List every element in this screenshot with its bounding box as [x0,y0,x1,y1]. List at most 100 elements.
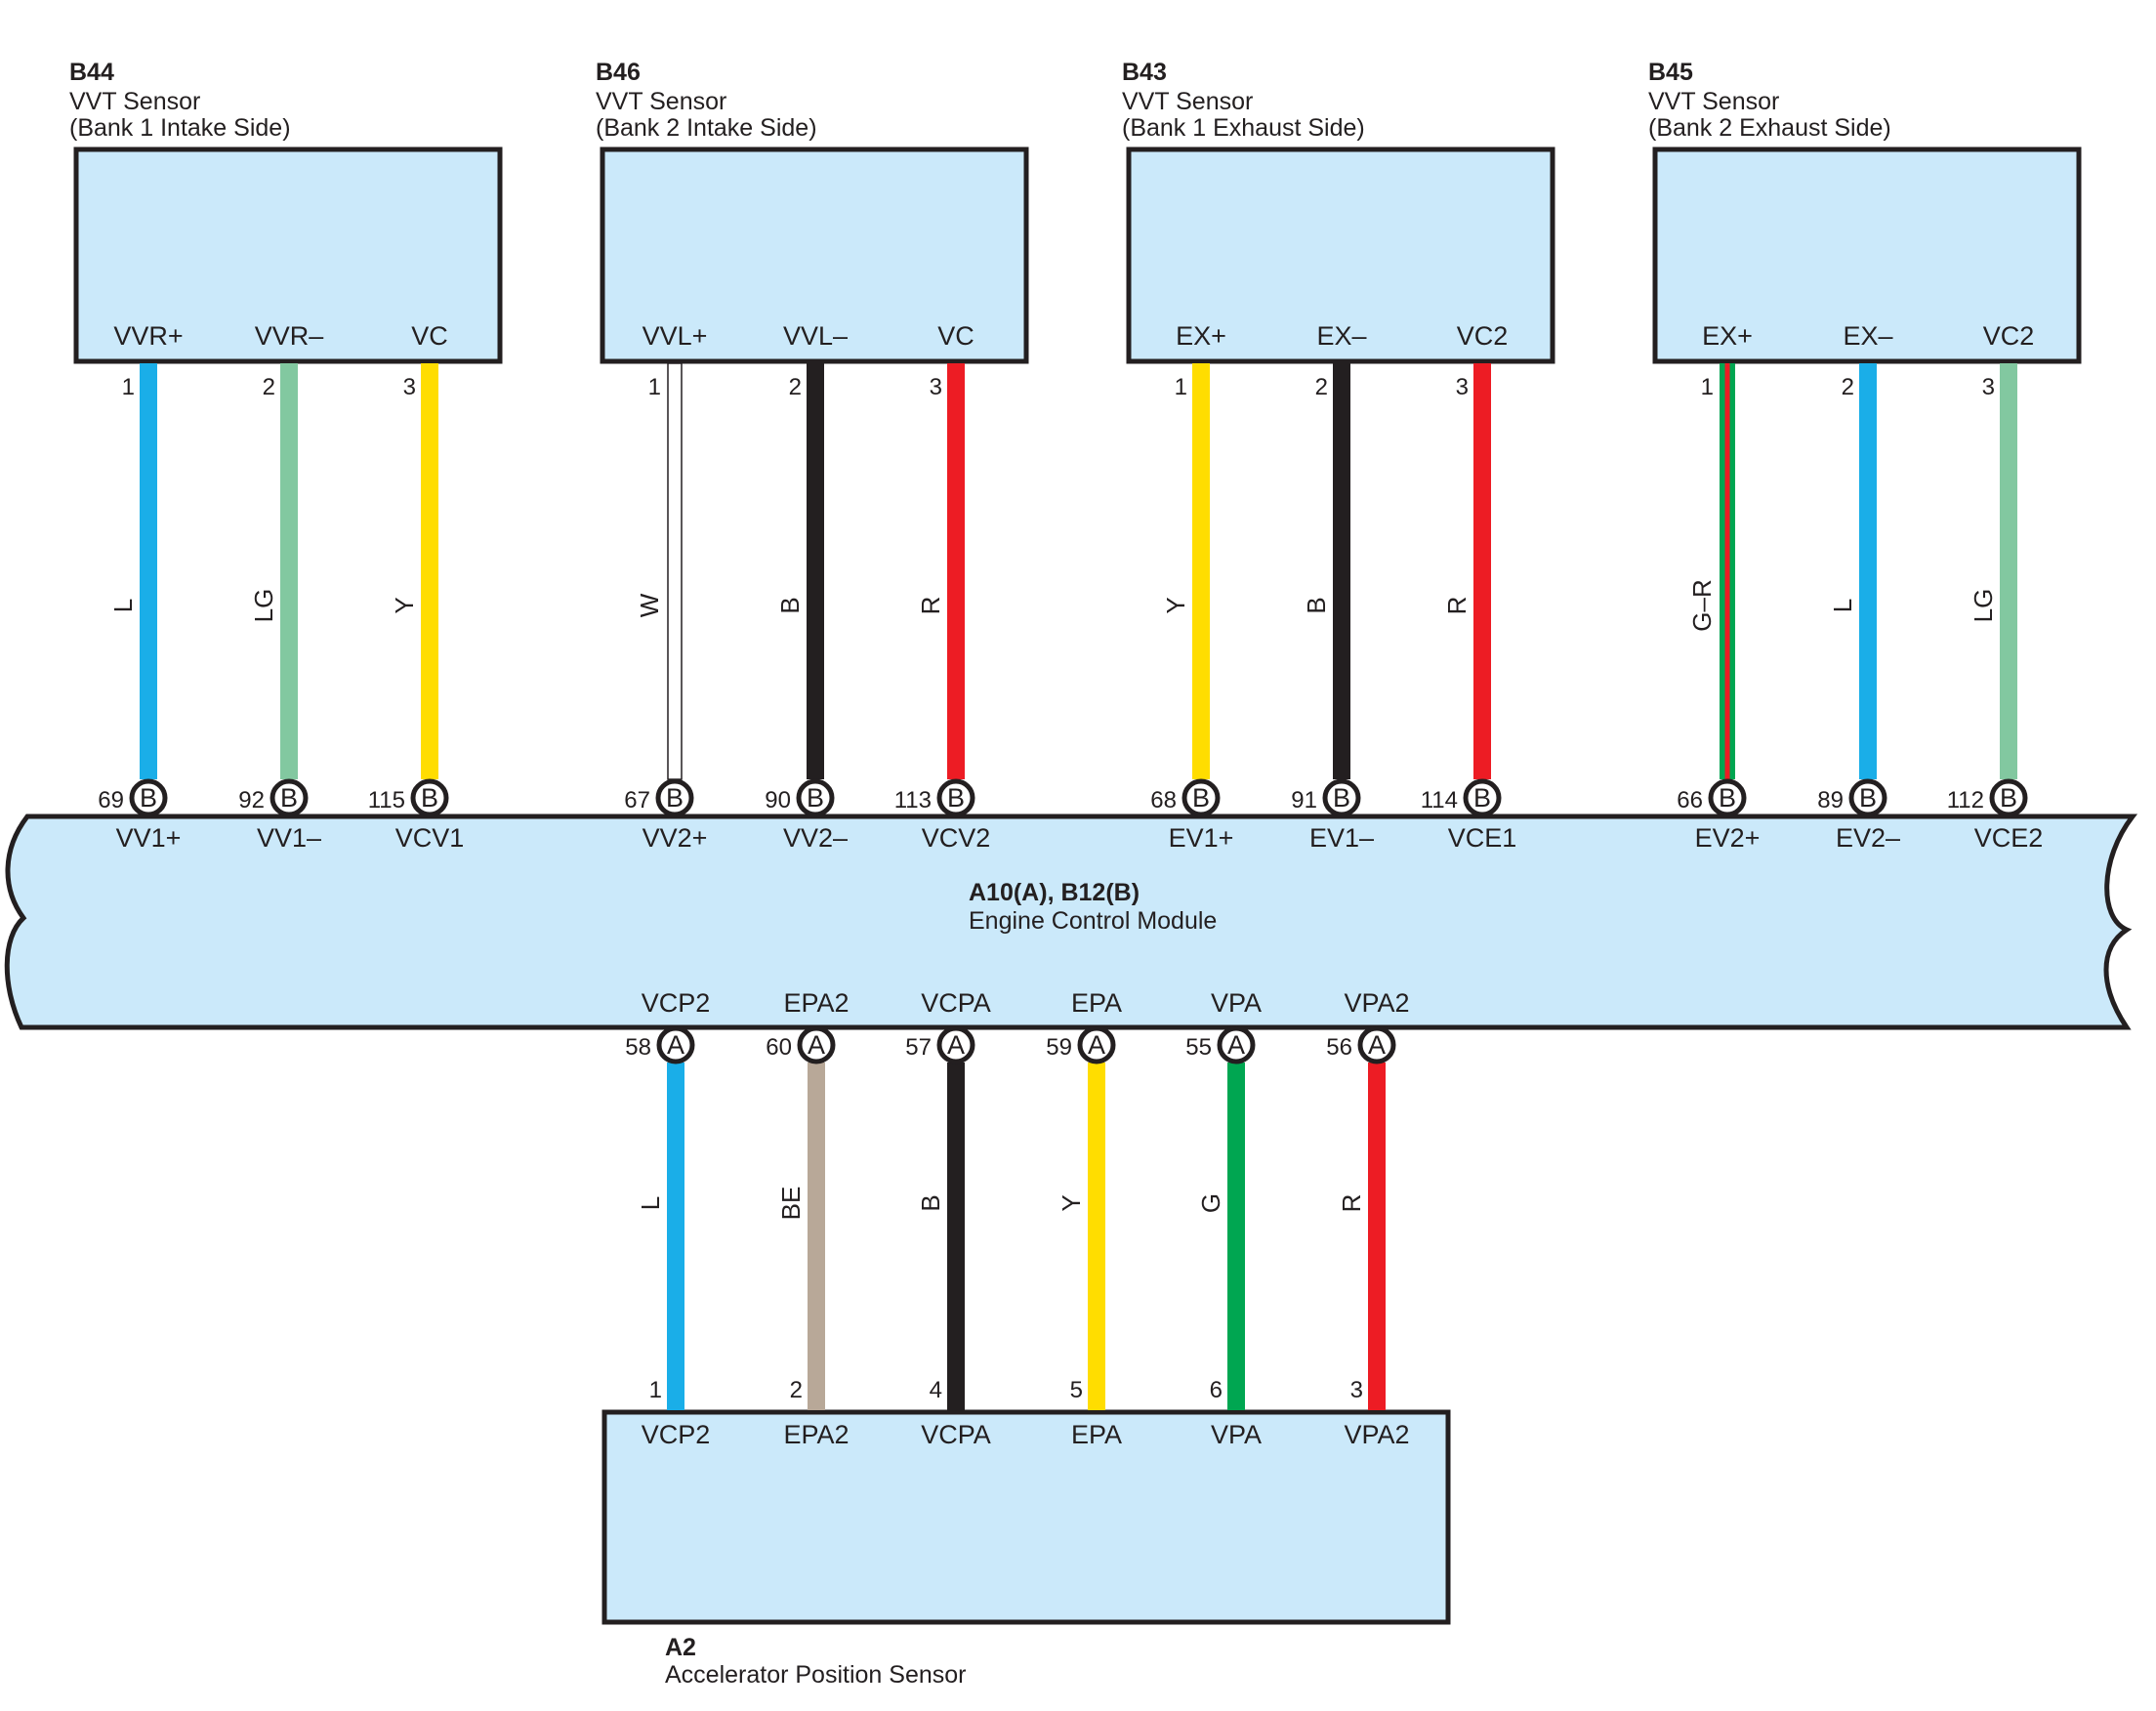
ecm-connector-terminal-ring [1848,778,1887,817]
ecm-terminal-label: VPA2 [1344,988,1409,1018]
ecm-connector-terminal-ring [796,778,835,817]
sensor-pin-number: 2 [263,374,275,400]
sensor-pin-number: 3 [1982,374,1995,400]
sensor-terminal-label: VVR+ [113,321,183,351]
sensor-box-b45 [1652,146,2082,364]
wire-b45-2 [1859,363,1877,779]
ecm-terminal-label: EV2– [1836,823,1900,853]
wire-color-code: W [635,593,664,617]
wire-a2-6 [1227,1063,1245,1410]
wire-b43-3 [1473,363,1491,779]
ecm-terminal-label: EV2+ [1695,823,1761,853]
ecm-connector-terminal-letter: B [421,783,438,813]
ecm-connector-terminal: B [270,778,309,817]
sensor-box-b44 [73,146,503,364]
ecm-connector-terminal-ring [797,1025,836,1064]
ecm-terminal-label: EV1+ [1169,823,1234,853]
accel-pin-number: 5 [1070,1377,1083,1403]
wire-b46-1 [667,362,683,780]
wire-color-code: R [1337,1194,1366,1213]
ecm-box [4,814,2138,1030]
ecm-terminal-label: VCE2 [1974,823,2044,853]
sensor-pin-number: 3 [1456,374,1469,400]
ecm-pin-number: 91 [1291,787,1317,814]
sensor-code: B45 [1648,59,1693,86]
ecm-pin-number: 59 [1046,1034,1072,1061]
sensor-box-b46 [600,146,1029,364]
ecm-name: Engine Control Module [969,907,1217,935]
sensor-pin-number: 3 [930,374,942,400]
ecm-connector-terminal: B [936,778,975,817]
wire-b43-2 [1333,363,1350,779]
wire-b46-2-body [807,363,824,779]
sensor-terminal-label: EX– [1316,321,1366,351]
wire-color-code: R [1442,597,1472,615]
sensor-code: B44 [69,59,114,86]
sensor-location: (Bank 2 Exhaust Side) [1648,114,1891,142]
sensor-code: B43 [1122,59,1167,86]
ecm-connector-terminal: B [1463,778,1502,817]
ecm-connector-terminal: B [1322,778,1361,817]
wire-b45-3-body [2000,363,2017,779]
wire-b44-3 [421,363,438,779]
sensor-name: VVT Sensor [1648,88,1779,115]
ecm-terminal-label: VPA [1211,988,1262,1018]
ecm-connector-terminal-letter: B [140,783,157,813]
wire-color-code: R [916,597,945,615]
sensor-terminal-label: VVL– [783,321,848,351]
wire-color-code: B [916,1194,945,1211]
ecm-terminal-label: EV1– [1309,823,1374,853]
ecm-connector-terminal: A [936,1025,975,1064]
ecm-pin-number: 57 [905,1034,932,1061]
ecm-pin-number: 56 [1326,1034,1352,1061]
wire-a2-1 [667,1063,684,1410]
ecm-connector-terminal-ring [656,1025,695,1064]
ecm-connector-terminal-ring [129,778,168,817]
wire-b45-1 [1720,363,1735,779]
wire-b43-3-body [1473,363,1491,779]
ecm-connector-terminal-ring [1357,1025,1396,1064]
wire-color-code: B [1302,597,1331,613]
wire-a2-5-body [1088,1063,1105,1410]
sensor-location: (Bank 2 Intake Side) [596,114,817,142]
wire-b43-2-body [1333,363,1350,779]
wire-a2-6-body [1227,1063,1245,1410]
wire-color-code: LG [249,589,278,623]
ecm-pin-number: 89 [1817,787,1844,814]
ecm-connector-terminal-letter: A [1227,1030,1245,1060]
wire-a2-3-body [1368,1063,1386,1410]
ecm-connector-terminal-ring [936,778,975,817]
wire-color-code: L [636,1196,665,1210]
sensor-name: VVT Sensor [1122,88,1253,115]
ecm-connector-terminal-letter: A [1088,1030,1105,1060]
wire-b45-2-body [1859,363,1877,779]
ecm-connector-terminal-ring [1989,778,2028,817]
sensor-terminal-label: VC2 [1457,321,1509,351]
sensor-pin-number: 2 [789,374,802,400]
wire-a2-3 [1368,1063,1386,1410]
ecm-connector-terminal-letter: B [1192,783,1210,813]
sensor-terminal-label: EX+ [1176,321,1226,351]
ecm-pin-number: 60 [766,1034,792,1061]
wire-a2-1-body [667,1063,684,1410]
wire-b43-1 [1192,363,1210,779]
ecm-connector-terminal-letter: B [1473,783,1491,813]
wire-color-code: Y [1161,597,1190,613]
ecm-pin-number: 66 [1677,787,1703,814]
sensor-terminal-label: VVR– [255,321,324,351]
sensor-pin-number: 1 [1175,374,1187,400]
wire-a2-2-body [808,1063,825,1410]
ecm-pin-number: 90 [765,787,791,814]
ecm-connector-terminal-ring [1322,778,1361,817]
ecm-connector-terminal-letter: B [1859,783,1877,813]
ecm-connector-terminal-letter: B [1719,783,1736,813]
wire-color-code: L [108,599,138,612]
wire-b46-2 [807,363,824,779]
sensor-terminal-label: VC [411,321,448,351]
wire-b45-3 [2000,363,2017,779]
ecm-connector-terminal: B [410,778,449,817]
sensor-pin-number: 1 [122,374,135,400]
